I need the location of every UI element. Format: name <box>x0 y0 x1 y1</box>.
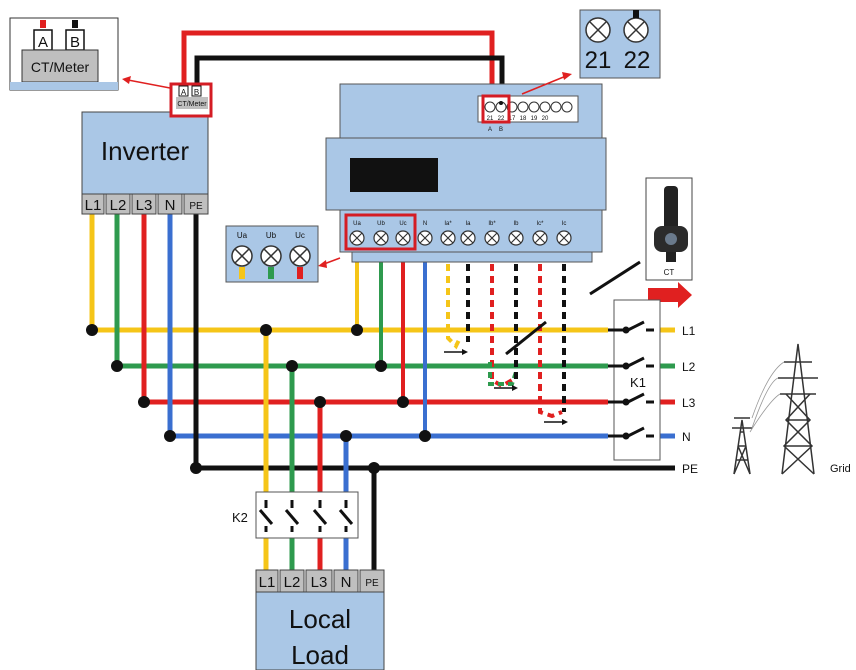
local-load: L1 L2 L3 N PE Local Load <box>255 569 385 670</box>
ct-pointer-line <box>589 260 641 296</box>
meter-voltage-highlight <box>344 213 417 251</box>
comm-port-b-label: B <box>194 88 199 97</box>
ct-sensor: CT <box>645 177 693 308</box>
k1-label: K1 <box>630 375 646 390</box>
zoom-voltage-terminals: Ua Ub Uc <box>225 225 319 283</box>
grid-label-pe: PE <box>682 462 698 476</box>
ct-arrow-l3 <box>544 419 568 425</box>
zoom-label-21: 21 <box>585 47 612 74</box>
inverter-title: Inverter <box>101 136 189 166</box>
inverter-ports: L1 L2 L3 N PE <box>81 193 209 215</box>
k1-switch: K1 <box>608 299 661 461</box>
comm-cable-a <box>181 30 495 103</box>
ct-meter-port-b: B <box>70 34 80 51</box>
meter-terminal-b-label: B <box>499 127 503 133</box>
meter-terminal-17: 17 <box>509 116 516 122</box>
zoom-terminals-21-22: 21 22 <box>579 9 661 79</box>
meter-terminal-21: 21 <box>487 116 494 122</box>
inverter-port-l2: L2 <box>110 197 127 214</box>
grid-label-l2: L2 <box>682 360 696 374</box>
ct-meter-port-a: A <box>38 34 48 51</box>
k2-switch: K2 <box>232 491 359 539</box>
local-load-ports: L1 L2 L3 N PE <box>255 569 385 593</box>
meter-label-ib-star: Ib* <box>488 221 496 227</box>
ct-meter-zoom-box: A B CT/Meter <box>9 17 171 91</box>
zoom-label-uc: Uc <box>295 231 305 240</box>
load-port-pe: PE <box>365 578 379 589</box>
inverter: Inverter A B CT/Meter L1 L2 L3 N PE <box>81 82 213 215</box>
comm-cable-b <box>194 55 505 103</box>
meter-terminal-a-label: A <box>488 127 492 133</box>
wiring <box>86 30 675 570</box>
zoom-label-ua: Ua <box>237 231 248 240</box>
meter-terminal-22: 22 <box>498 116 505 122</box>
local-load-title-line2: Load <box>291 640 349 670</box>
load-port-l3: L3 <box>311 574 328 591</box>
meter-label-ib: Ib <box>513 221 519 227</box>
meter-bottom-terminals: Ua Ub Uc N Ia* Ia Ib* Ib Ic* Ic <box>349 221 572 246</box>
port-b-black-pin <box>72 20 78 28</box>
meter-terminal-18: 18 <box>520 116 527 122</box>
grid-label-n: N <box>682 430 691 444</box>
comm-port-a-label: A <box>181 88 187 97</box>
load-port-n: N <box>341 574 352 591</box>
zoom-label-ub: Ub <box>266 231 277 240</box>
inverter-port-pe: PE <box>189 201 203 212</box>
meter-comm-highlight <box>481 94 511 124</box>
grid-label-l3: L3 <box>682 396 696 410</box>
ct-arrow-l1 <box>444 349 468 355</box>
zoom-label-22: 22 <box>624 47 651 74</box>
grid-line-labels: L1 L2 L3 N PE <box>682 324 698 476</box>
meter-label-ub: Ub <box>377 221 385 227</box>
ct-arrow-l2 <box>494 385 518 391</box>
port-a-red-pin <box>40 20 46 28</box>
meter-label-uc: Uc <box>399 221 406 227</box>
grid-tower-icon <box>732 343 818 475</box>
inverter-port-l1: L1 <box>85 197 102 214</box>
meter-display <box>350 158 438 192</box>
meter-label-ic-star: Ic* <box>536 221 544 227</box>
load-port-l2: L2 <box>284 574 301 591</box>
load-port-l1: L1 <box>259 574 276 591</box>
local-load-title-line1: Local <box>289 604 351 634</box>
meter-terminal-20: 20 <box>542 116 549 122</box>
meter-label-ia-star: Ia* <box>444 221 452 227</box>
grid-label: Grid <box>830 463 851 475</box>
meter-label-ia: Ia <box>465 221 471 227</box>
ct-sensor-label: CT <box>664 268 675 277</box>
meter-terminal-19: 19 <box>531 116 538 122</box>
grid-label-l1: L1 <box>682 324 696 338</box>
meter-label-ua: Ua <box>353 221 361 227</box>
junction-dots <box>86 324 431 474</box>
inverter-port-n: N <box>165 197 176 214</box>
meter-label-n: N <box>423 221 427 227</box>
comm-port-label: CT/Meter <box>177 101 207 108</box>
inverter-port-l3: L3 <box>136 197 153 214</box>
energy-meter: 21 22 17 18 19 20 A B Ua Ub Uc N Ia* Ia … <box>318 72 607 268</box>
ct-meter-label: CT/Meter <box>31 59 90 75</box>
k2-label: K2 <box>232 510 248 525</box>
meter-label-ic: Ic <box>562 221 567 227</box>
